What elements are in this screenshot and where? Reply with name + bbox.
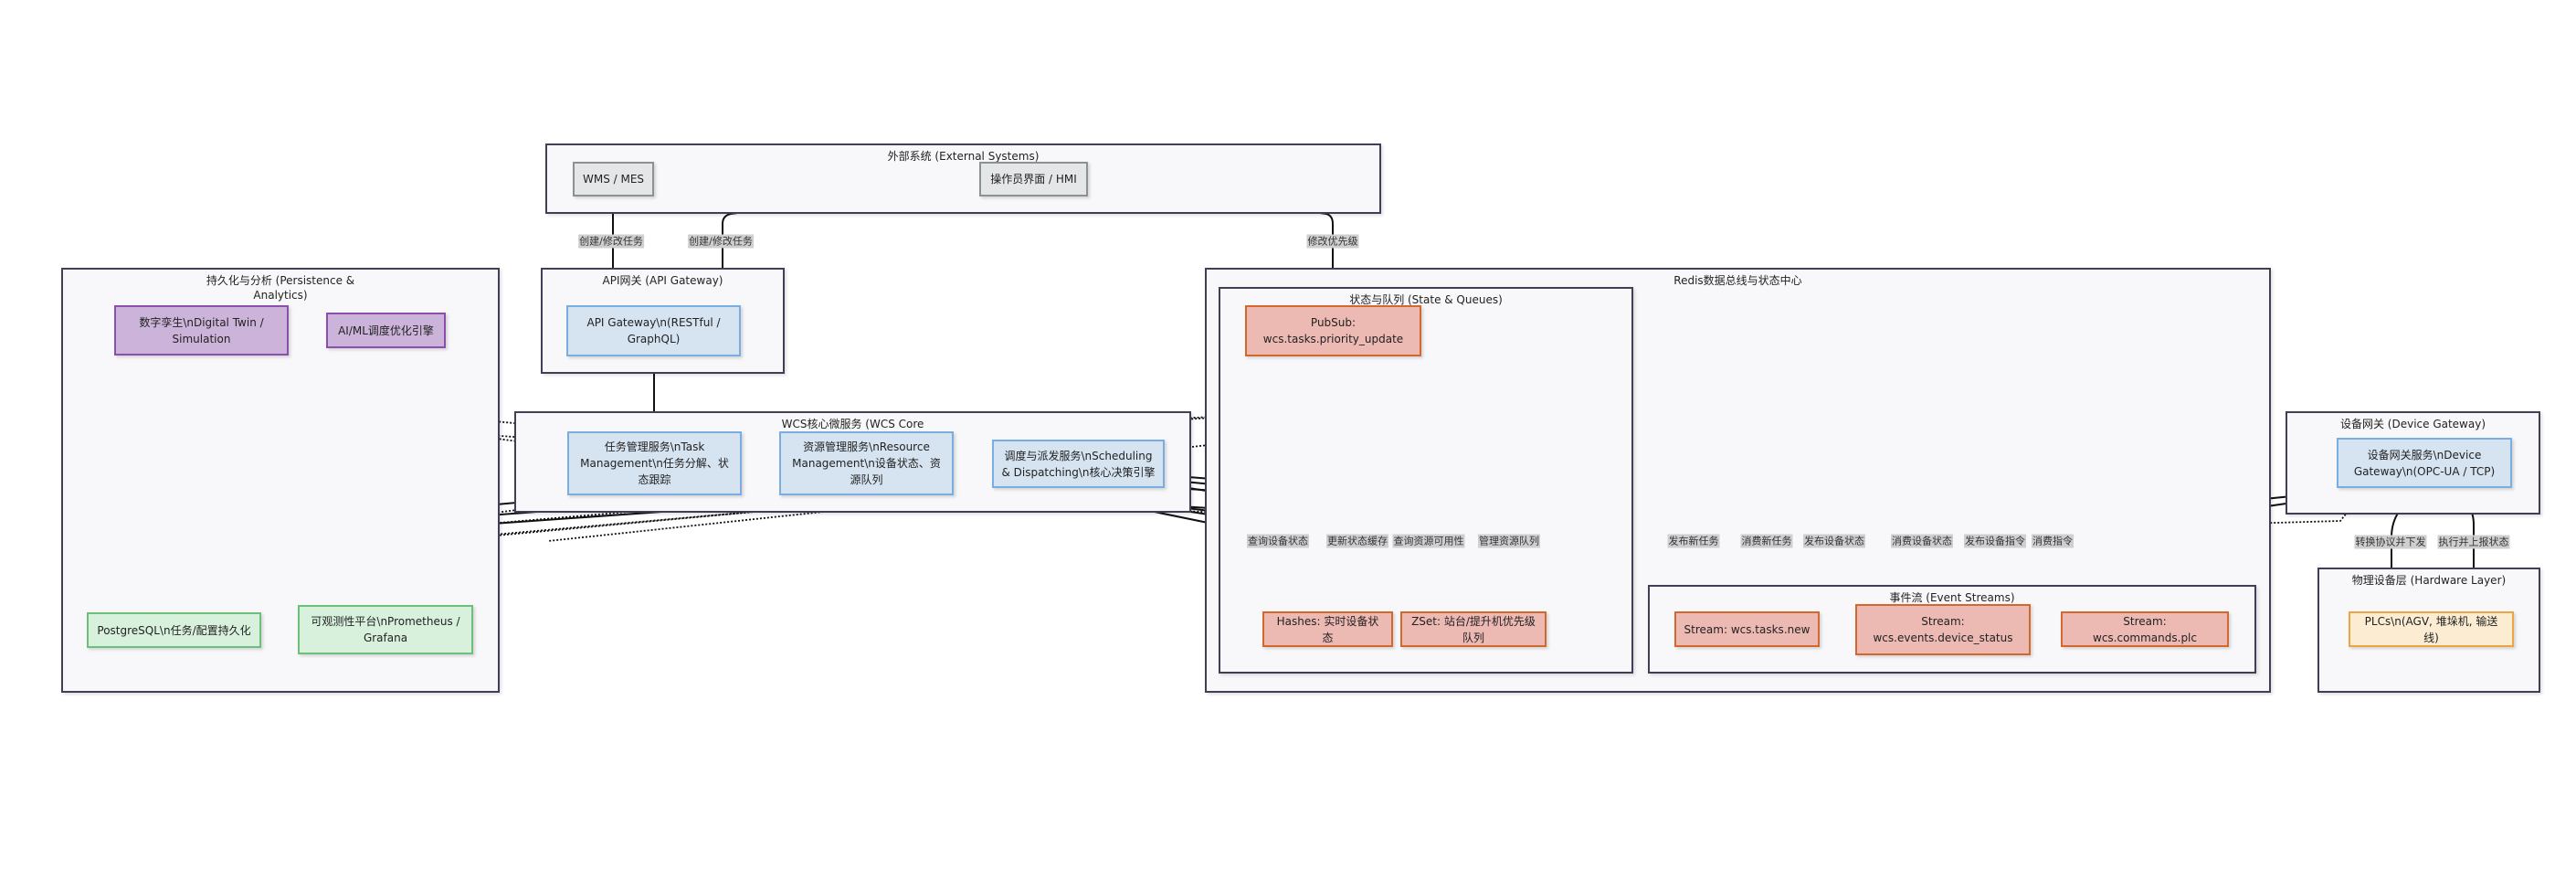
node-label: API Gateway\n(RESTful / GraphQL)	[586, 316, 721, 345]
edge-label-wms-to-api: 创建/修改任务	[578, 234, 644, 249]
node-label: Stream: wcs.events.device_status	[1873, 615, 2013, 644]
edge-label-convert-send: 转换协议并下发	[2354, 535, 2427, 549]
node-zset-priority-queue[interactable]: ZSet: 站台/提升机优先级队列	[1400, 611, 1547, 647]
node-hmi[interactable]: 操作员界面 / HMI	[979, 162, 1088, 196]
node-label: WMS / MES	[582, 173, 645, 186]
node-task-management[interactable]: 任务管理服务\nTask Management\n任务分解、状态跟踪	[567, 431, 742, 495]
edge-label-publish-cmd: 发布设备指令	[1964, 534, 2026, 548]
node-plcs[interactable]: PLCs\n(AGV, 堆垛机, 输送线)	[2349, 611, 2514, 647]
node-api-gateway[interactable]: API Gateway\n(RESTful / GraphQL)	[566, 305, 741, 356]
node-stream-commands-plc[interactable]: Stream: wcs.commands.plc	[2061, 611, 2229, 647]
node-label: 调度与派发服务\nScheduling & Dispatching\n核心决策引…	[1001, 449, 1156, 479]
cluster-title: API网关 (API Gateway)	[602, 274, 723, 287]
node-wms-mes[interactable]: WMS / MES	[573, 162, 654, 196]
cluster-external-systems: 外部系统 (External Systems)	[545, 143, 1381, 214]
cluster-title: 事件流 (Event Streams)	[1889, 591, 2015, 604]
edge-label-manage-queue: 管理资源队列	[1478, 534, 1540, 548]
node-label: PLCs\n(AGV, 堆垛机, 输送线)	[2364, 614, 2498, 644]
cluster-title: WCS核心微服务 (WCS Core	[781, 418, 924, 430]
node-scheduling-dispatching[interactable]: 调度与派发服务\nScheduling & Dispatching\n核心决策引…	[992, 440, 1165, 488]
node-label: PostgreSQL\n任务/配置持久化	[97, 623, 251, 637]
cluster-title: 外部系统 (External Systems)	[887, 150, 1040, 163]
edge-label-hmi-to-api: 创建/修改任务	[688, 234, 754, 249]
cluster-title: 设备网关 (Device Gateway)	[2339, 418, 2486, 430]
edge-label-publish-task: 发布新任务	[1667, 534, 1720, 548]
node-label: 操作员界面 / HMI	[990, 173, 1077, 186]
node-device-gateway-service[interactable]: 设备网关服务\nDevice Gateway\n(OPC-UA / TCP)	[2337, 438, 2512, 488]
cluster-title: 状态与队列 (State & Queues)	[1349, 293, 1503, 306]
node-label: Stream: wcs.commands.plc	[2093, 614, 2197, 644]
cluster-title: 物理设备层 (Hardware Layer)	[2351, 574, 2507, 587]
edge-label-consume-task: 消费新任务	[1740, 534, 1793, 548]
node-label: PubSub: wcs.tasks.priority_update	[1262, 316, 1404, 345]
node-label: 数字孪生\nDigital Twin / Simulation	[139, 315, 264, 345]
edge-label-update-cache: 更新状态缓存	[1326, 534, 1388, 548]
node-observability[interactable]: 可观测性平台\nPrometheus / Grafana	[298, 605, 473, 654]
node-aiml-engine[interactable]: AI/ML调度优化引擎	[326, 313, 446, 348]
edge-label-publish-status: 发布设备状态	[1803, 534, 1865, 548]
cluster-title: 持久化与分析 (Persistence & Analytics)	[206, 274, 355, 302]
node-label: 设备网关服务\nDevice Gateway\n(OPC-UA / TCP)	[2353, 448, 2496, 478]
node-label: Hashes: 实时设备状态	[1276, 614, 1379, 644]
node-pubsub-priority[interactable]: PubSub: wcs.tasks.priority_update	[1245, 305, 1421, 356]
node-hashes-device-state[interactable]: Hashes: 实时设备状态	[1262, 611, 1393, 647]
edge-label-hmi-to-pubsub: 修改优先级	[1306, 234, 1359, 249]
node-stream-tasks-new[interactable]: Stream: wcs.tasks.new	[1674, 611, 1820, 647]
node-stream-device-status[interactable]: Stream: wcs.events.device_status	[1855, 604, 2031, 655]
node-resource-management[interactable]: 资源管理服务\nResource Management\n设备状态、资源队列	[779, 431, 954, 495]
cluster-title: Redis数据总线与状态中心	[1673, 274, 1802, 287]
node-label: ZSet: 站台/提升机优先级队列	[1411, 614, 1536, 644]
node-label: Stream: wcs.tasks.new	[1684, 622, 1811, 636]
edge-label-query-device: 查询设备状态	[1247, 534, 1309, 548]
node-label: AI/ML调度优化引擎	[338, 324, 434, 337]
node-label: 可观测性平台\nPrometheus / Grafana	[311, 615, 460, 644]
edge-label-query-resource: 查询资源可用性	[1392, 534, 1465, 548]
edge-label-consume-status: 消费设备状态	[1891, 534, 1953, 548]
node-postgresql[interactable]: PostgreSQL\n任务/配置持久化	[87, 612, 261, 648]
edge-hmi-pubsub	[1087, 179, 1339, 305]
node-label: 任务管理服务\nTask Management\n任务分解、状态跟踪	[580, 440, 729, 486]
edge-label-exec-report: 执行并上报状态	[2437, 535, 2510, 549]
edge-label-consume-cmd: 消费指令	[2032, 534, 2074, 548]
node-digital-twin[interactable]: 数字孪生\nDigital Twin / Simulation	[114, 305, 289, 356]
node-label: 资源管理服务\nResource Management\n设备状态、资源队列	[792, 440, 941, 486]
